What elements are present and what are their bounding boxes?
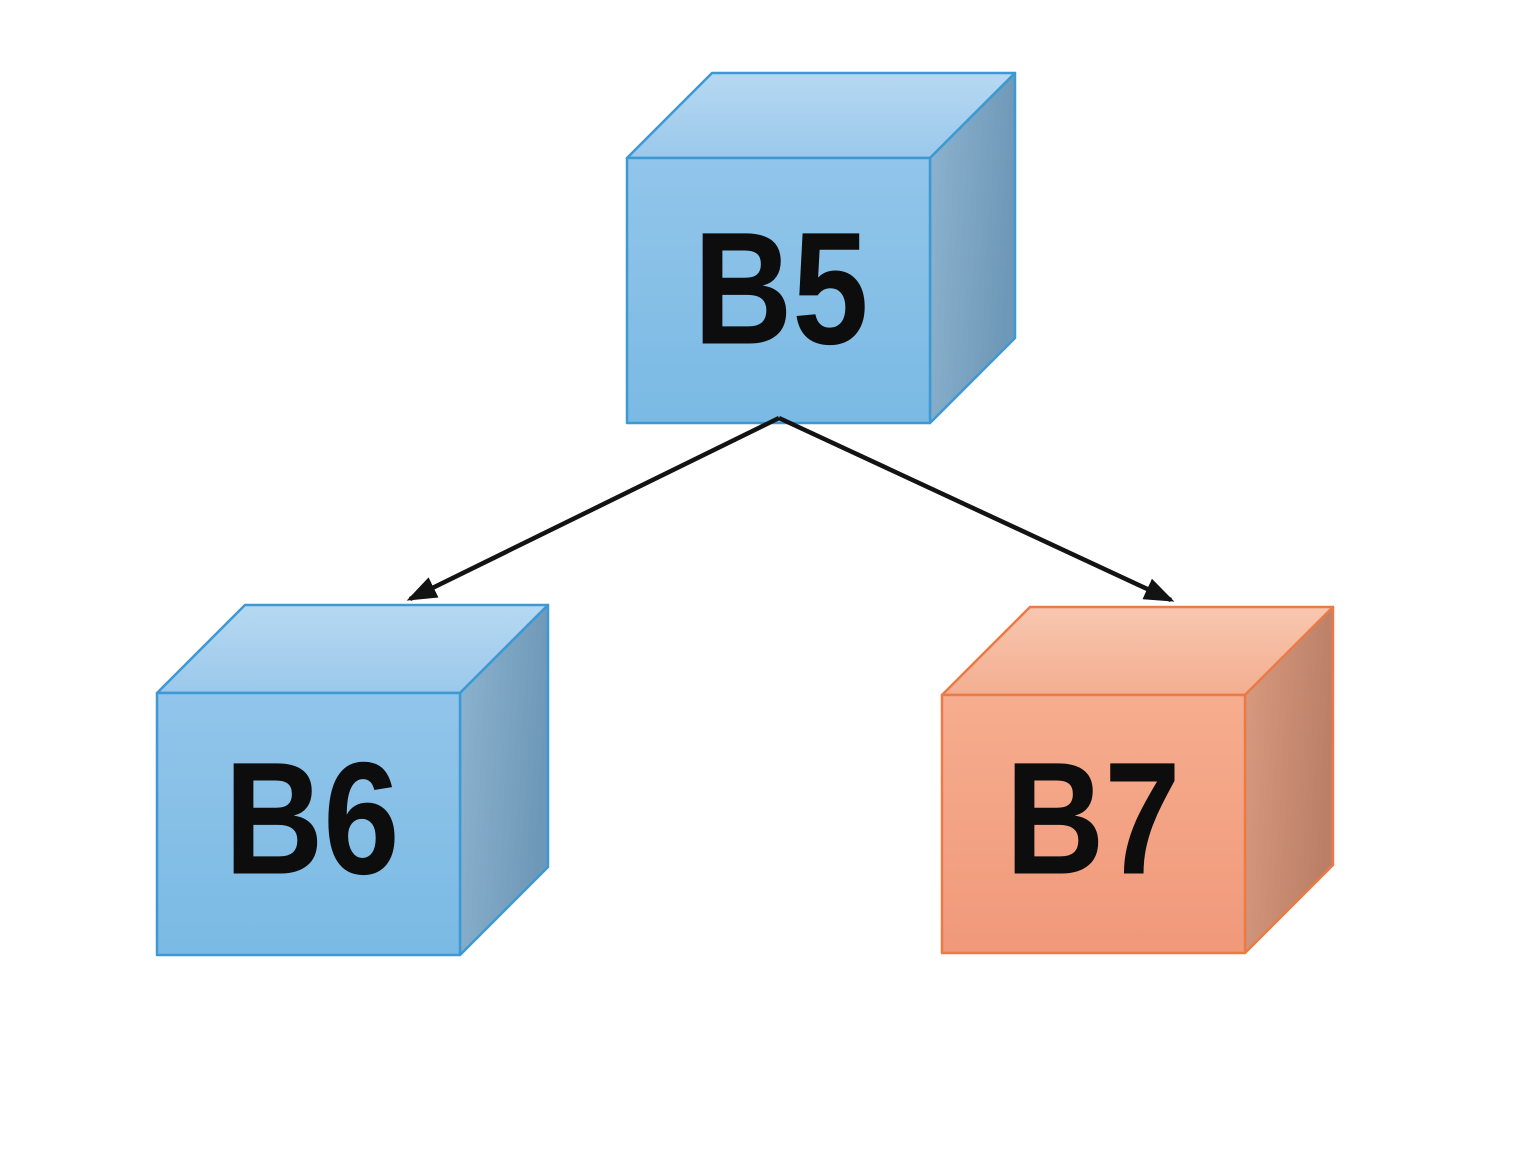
cube-front-face (940, 693, 1247, 955)
edge-B5-to-B7 (778, 415, 1175, 603)
node-B7: B7 (940, 605, 1335, 955)
node-label-B7: B7 (1006, 729, 1181, 908)
edge-line (406, 415, 780, 602)
edge-B5-to-B6 (406, 415, 780, 602)
node-B6: B6 (155, 603, 550, 957)
node-label-B6: B6 (225, 729, 400, 908)
node-label-B5: B5 (694, 199, 869, 378)
node-B5: B5 (625, 71, 1017, 425)
cube-front-face (625, 156, 932, 425)
cube-front-face (155, 691, 462, 957)
edge-line (778, 415, 1175, 603)
